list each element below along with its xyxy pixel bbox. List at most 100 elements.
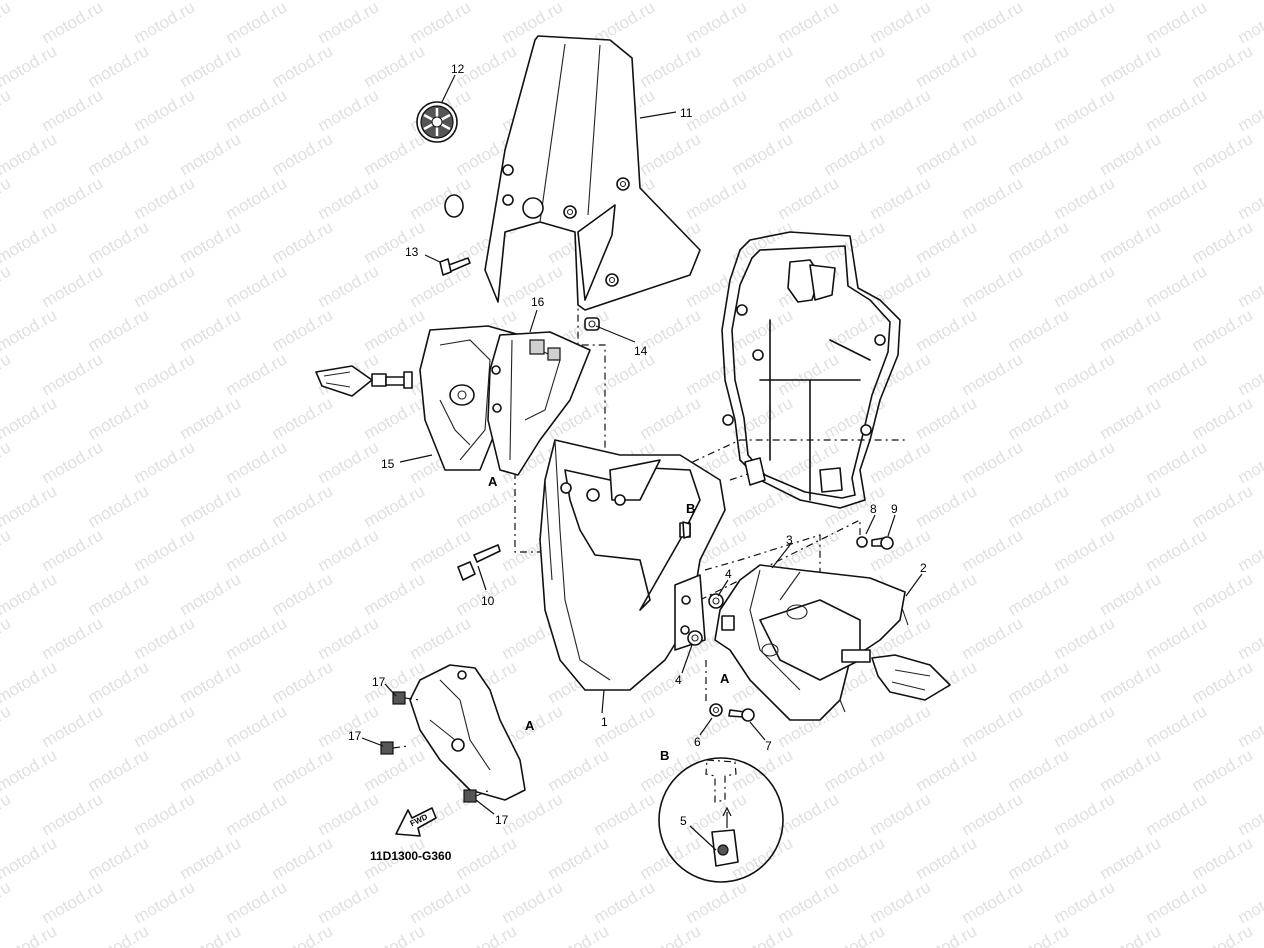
callout-11: 11 bbox=[680, 106, 693, 120]
watermark-text: motod.ru bbox=[361, 305, 429, 355]
watermark-text: motod.ru bbox=[315, 85, 383, 135]
watermark-text: motod.ru bbox=[1143, 701, 1211, 751]
watermark-text: motod.ru bbox=[1005, 305, 1073, 355]
watermark-text: motod.ru bbox=[1097, 833, 1165, 883]
callout-2: 2 bbox=[920, 561, 927, 575]
watermark-text: motod.ru bbox=[0, 657, 60, 707]
watermark-text: motod.ru bbox=[545, 745, 613, 795]
watermark-text: motod.ru bbox=[0, 0, 14, 47]
watermark-text: motod.ru bbox=[1235, 261, 1264, 311]
watermark-text: motod.ru bbox=[637, 921, 705, 948]
callout-5: 5 bbox=[680, 814, 687, 828]
detail-b-circle bbox=[658, 757, 784, 883]
watermark-text: motod.ru bbox=[1051, 701, 1119, 751]
watermark-text: motod.ru bbox=[1235, 349, 1264, 399]
watermark-text: motod.ru bbox=[1189, 569, 1257, 619]
watermark-text: motod.ru bbox=[1097, 305, 1165, 355]
watermark-text: motod.ru bbox=[0, 481, 60, 531]
watermark-text: motod.ru bbox=[1143, 877, 1211, 927]
watermark-text: motod.ru bbox=[1097, 657, 1165, 707]
watermark-text: motod.ru bbox=[959, 0, 1027, 47]
watermark-text: motod.ru bbox=[959, 613, 1027, 663]
watermark-text: motod.ru bbox=[177, 833, 245, 883]
watermark-text: motod.ru bbox=[85, 833, 153, 883]
watermark-text: motod.ru bbox=[131, 877, 199, 927]
watermark-text: motod.ru bbox=[1189, 217, 1257, 267]
callout-9: 9 bbox=[891, 502, 898, 516]
watermark-text: motod.ru bbox=[39, 437, 107, 487]
watermark-text: motod.ru bbox=[1097, 217, 1165, 267]
watermark-text: motod.ru bbox=[683, 85, 751, 135]
callout-8: 8 bbox=[870, 502, 877, 516]
watermark-text: motod.ru bbox=[821, 833, 889, 883]
watermark-text: motod.ru bbox=[0, 217, 60, 267]
callout-15: 15 bbox=[381, 457, 395, 471]
watermark-text: motod.ru bbox=[85, 745, 153, 795]
watermark-text: motod.ru bbox=[867, 173, 935, 223]
watermark-text: motod.ru bbox=[913, 833, 981, 883]
watermark-text: motod.ru bbox=[1097, 481, 1165, 531]
watermark-text: motod.ru bbox=[361, 129, 429, 179]
watermark-text: motod.ru bbox=[1235, 613, 1264, 663]
watermark-text: motod.ru bbox=[315, 173, 383, 223]
watermark-text: motod.ru bbox=[131, 349, 199, 399]
watermark-text: motod.ru bbox=[1235, 173, 1264, 223]
windscreen-part-11 bbox=[484, 35, 701, 311]
watermark-text: motod.ru bbox=[1189, 657, 1257, 707]
watermark-text: motod.ru bbox=[1143, 437, 1211, 487]
watermark-text: motod.ru bbox=[177, 305, 245, 355]
watermark-text: motod.ru bbox=[269, 217, 337, 267]
watermark-text: motod.ru bbox=[269, 129, 337, 179]
watermark-text: motod.ru bbox=[269, 745, 337, 795]
watermark-text: motod.ru bbox=[223, 525, 291, 575]
watermark-text: motod.ru bbox=[223, 173, 291, 223]
watermark-text: motod.ru bbox=[1235, 437, 1264, 487]
watermark-text: motod.ru bbox=[775, 173, 843, 223]
emblem-part-12 bbox=[416, 101, 464, 218]
watermark-text: motod.ru bbox=[0, 525, 14, 575]
watermark-text: motod.ru bbox=[913, 129, 981, 179]
watermark-text: motod.ru bbox=[407, 613, 475, 663]
watermark-text: motod.ru bbox=[177, 481, 245, 531]
watermark-text: motod.ru bbox=[177, 569, 245, 619]
watermark-text: motod.ru bbox=[0, 437, 14, 487]
watermark-text: motod.ru bbox=[821, 393, 889, 443]
watermark-text: motod.ru bbox=[775, 0, 843, 47]
watermark-text: motod.ru bbox=[821, 745, 889, 795]
watermark-text: motod.ru bbox=[1005, 833, 1073, 883]
watermark-text: motod.ru bbox=[407, 877, 475, 927]
right-turn-signal bbox=[841, 649, 951, 701]
watermark-text: motod.ru bbox=[1189, 129, 1257, 179]
watermark-text: motod.ru bbox=[177, 745, 245, 795]
watermark-text: motod.ru bbox=[0, 789, 14, 839]
watermark-text: motod.ru bbox=[85, 921, 153, 948]
watermark-text: motod.ru bbox=[361, 393, 429, 443]
watermark-text: motod.ru bbox=[1051, 0, 1119, 47]
watermark-text: motod.ru bbox=[0, 305, 60, 355]
watermark-text: motod.ru bbox=[315, 525, 383, 575]
watermark-text: motod.ru bbox=[1005, 921, 1073, 948]
watermark-text: motod.ru bbox=[0, 41, 60, 91]
watermark-text: motod.ru bbox=[1051, 85, 1119, 135]
watermark-text: motod.ru bbox=[775, 85, 843, 135]
watermark-text: motod.ru bbox=[315, 613, 383, 663]
watermark-text: motod.ru bbox=[85, 129, 153, 179]
watermark-text: motod.ru bbox=[821, 129, 889, 179]
watermark-text: motod.ru bbox=[913, 569, 981, 619]
watermark-text: motod.ru bbox=[683, 349, 751, 399]
watermark-text: motod.ru bbox=[0, 921, 60, 948]
watermark-text: motod.ru bbox=[1051, 613, 1119, 663]
watermark-text: motod.ru bbox=[775, 877, 843, 927]
watermark-text: motod.ru bbox=[729, 745, 797, 795]
watermark-text: motod.ru bbox=[361, 745, 429, 795]
watermark-text: motod.ru bbox=[315, 0, 383, 47]
watermark-text: motod.ru bbox=[683, 173, 751, 223]
watermark-text: motod.ru bbox=[1051, 877, 1119, 927]
watermark-text: motod.ru bbox=[177, 129, 245, 179]
watermark-text: motod.ru bbox=[39, 261, 107, 311]
watermark-text: motod.ru bbox=[269, 921, 337, 948]
watermark-text: motod.ru bbox=[683, 0, 751, 47]
watermark-text: motod.ru bbox=[1143, 349, 1211, 399]
watermark-text: motod.ru bbox=[729, 921, 797, 948]
detail-letter-b-1: B bbox=[686, 501, 695, 516]
